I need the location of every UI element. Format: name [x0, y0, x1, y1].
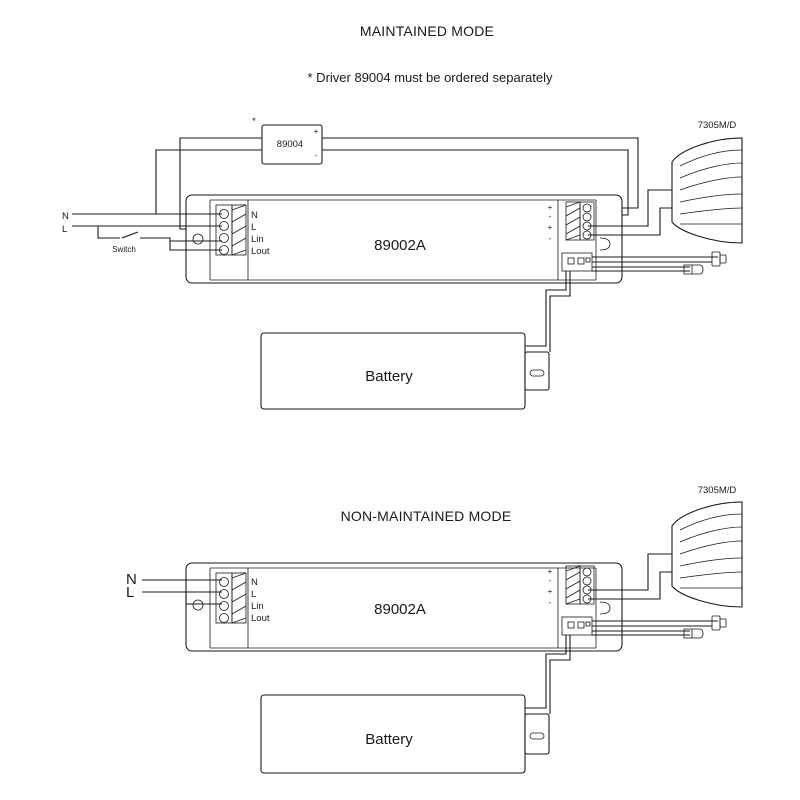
switch-label: Switch	[112, 245, 136, 254]
battery-label: Battery	[365, 368, 413, 385]
terminal-lout: Lout	[251, 246, 270, 257]
battery: Battery	[260, 271, 571, 410]
terminal-l-nm: L	[251, 589, 256, 600]
driver-order-note: * Driver 89004 must be ordered separatel…	[308, 70, 553, 85]
terminal-lin: Lin	[251, 234, 264, 245]
test-button-icon	[711, 251, 727, 267]
indicator-led-icon	[683, 264, 704, 275]
indicator-leads	[592, 251, 727, 275]
driver-89004: 89004 * + -	[252, 116, 323, 165]
test-button-icon-nm	[711, 615, 727, 631]
output-terminal-block-nm: + - + -	[548, 565, 595, 607]
indicator-leads-nm	[592, 615, 727, 639]
module-89002a-nm: 89002A N L Lin Lout + - + -	[185, 562, 623, 652]
driver-label: 89004	[277, 139, 303, 150]
driver-asterisk: *	[252, 116, 256, 127]
driver-plus: +	[314, 127, 319, 136]
lamp-7305md: 7305M/D	[588, 120, 743, 244]
mains-l-label-nm: L	[126, 584, 134, 601]
terminal-lin-nm: Lin	[251, 601, 264, 612]
maintained-mode-diagram: MAINTAINED MODE * Driver 89004 must be o…	[62, 23, 743, 410]
output-sign-4: -	[549, 234, 552, 243]
lamp-label-nm: 7305M/D	[698, 485, 737, 496]
output-sign-2: -	[549, 212, 552, 221]
indicator-led-icon-nm	[683, 628, 704, 639]
input-terminal-block-nm: N L Lin Lout	[215, 572, 270, 624]
battery-nm: Battery	[260, 635, 571, 774]
output-sign-2-nm: -	[549, 576, 552, 585]
terminal-n: N	[251, 210, 258, 221]
lamp-label: 7305M/D	[698, 120, 737, 131]
lamp-7305md-nm: 7305M/D	[588, 485, 743, 608]
terminal-lout-nm: Lout	[251, 613, 270, 624]
output-sign-4-nm: -	[549, 598, 552, 607]
module-label: 89002A	[374, 237, 426, 254]
mains-wiring: N L Switch	[62, 211, 222, 254]
non-maintained-title: NON-MAINTAINED MODE	[341, 508, 512, 524]
battery-label-nm: Battery	[365, 731, 413, 748]
module-89002a: 89002A N L Lin Lout + - + -	[185, 194, 623, 284]
output-sign-3-nm: +	[548, 587, 553, 596]
output-sign-1-nm: +	[548, 567, 553, 576]
driver-minus: -	[315, 151, 318, 160]
mains-n-label: N	[62, 211, 69, 222]
output-sign-1: +	[548, 203, 553, 212]
maintained-title: MAINTAINED MODE	[360, 23, 494, 39]
terminal-l: L	[251, 222, 256, 233]
output-sign-3: +	[548, 223, 553, 232]
mains-n-label-nm: N	[126, 571, 137, 588]
terminal-n-nm: N	[251, 577, 258, 588]
non-maintained-mode-diagram: NON-MAINTAINED MODE 89002A N L Lin Lout	[126, 485, 743, 774]
mains-l-label: L	[62, 224, 67, 235]
module-label-nm: 89002A	[374, 601, 426, 618]
output-terminal-block: + - + -	[548, 201, 595, 243]
mains-wiring-nm: N L	[126, 571, 222, 605]
